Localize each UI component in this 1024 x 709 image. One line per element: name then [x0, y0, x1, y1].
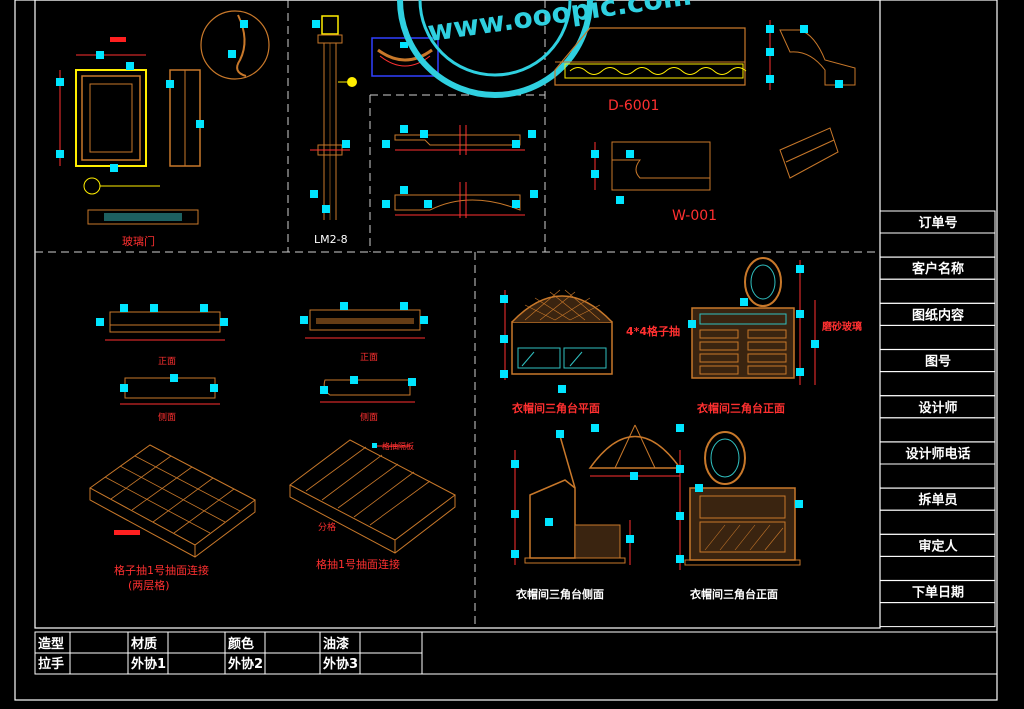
watermark-logo: www.ooopic.com: [397, 0, 693, 98]
title-block-value-cell[interactable]: [879, 463, 996, 489]
title-block-value-cell[interactable]: [879, 602, 996, 628]
profile-sections: [382, 125, 538, 218]
bottom-table: 造型 材质 颜色 油漆 拉手 外协1 外协2 外协3: [34, 631, 998, 675]
caption-small-a: 正面: [158, 356, 176, 367]
caption-drawer-slot: 格抽1号抽面连接: [316, 557, 400, 571]
title-block-value-cell[interactable]: [879, 371, 996, 397]
section-dividers: [35, 0, 880, 628]
caption-dresser-plan: 衣帽间三角台平面: [512, 401, 600, 415]
bottom-table-cell: 外协3: [322, 656, 358, 672]
title-block-label: 设计师: [918, 400, 957, 416]
bottom-table-cell: 外协1: [130, 656, 166, 672]
title-block-value-cell[interactable]: [879, 509, 996, 535]
title-block-label: 设计师电话: [905, 446, 970, 462]
caption-small-e: 分格: [318, 521, 336, 533]
column-lm28-drawing: LM2-8: [310, 15, 357, 246]
dresser-front: 4*4格子抽 磨砂玻璃 衣帽间三角台正面: [626, 257, 862, 415]
caption-glass-door: 玻璃门: [122, 234, 155, 248]
title-block-value-cell[interactable]: [879, 324, 996, 350]
dresser-side: 衣帽间三角台侧面: [511, 430, 634, 601]
caption-drawer-grid: 格子抽1号抽面连接: [114, 563, 209, 577]
caption-dresser-side: 衣帽间三角台侧面: [516, 587, 604, 601]
caption-drawer-grid-sub: (两层格): [128, 578, 170, 592]
bottom-table-cell: 油漆: [323, 636, 349, 652]
caption-dresser-elev: 衣帽间三角台正面: [690, 587, 778, 601]
caption-dresser-front: 衣帽间三角台正面: [697, 401, 785, 415]
outer-frame: [14, 0, 998, 701]
title-block-label: 审定人: [918, 538, 958, 554]
glass-door-drawing: 玻璃门: [56, 10, 270, 248]
bottom-table-cell: 颜色: [228, 636, 254, 652]
dresser-plan: 衣帽间三角台平面: [500, 289, 613, 415]
title-block-label: 订单号: [918, 215, 957, 231]
caption-slot-note: 格抽隔板: [382, 441, 414, 451]
caption-small-c: 正面: [360, 352, 378, 363]
slot-drawer-iso: 格抽隔板 分格 格抽1号抽面连接: [289, 439, 456, 571]
title-block-label: 图纸内容: [912, 307, 964, 323]
dresser-top-arc: [588, 424, 684, 480]
code-lm28: LM2-8: [314, 233, 348, 246]
bottom-table-cell: 造型: [38, 636, 64, 652]
drawer-sections: 正面 侧面 正面 侧面: [96, 302, 428, 423]
title-block-value-cell[interactable]: [879, 417, 996, 443]
title-block-value-cell[interactable]: [879, 555, 996, 581]
caption-small-b: 侧面: [158, 411, 176, 423]
caption-small-d: 侧面: [360, 411, 378, 423]
grid-drawer-iso: 格子抽1号抽面连接 (两层格): [89, 444, 256, 592]
code-w001: W-001: [672, 208, 717, 224]
label-glass: 磨砂玻璃: [821, 320, 862, 333]
bottom-table-cell: 外协2: [227, 656, 263, 672]
code-d6001: D-6001: [608, 98, 659, 114]
title-block-value-cell[interactable]: [879, 278, 996, 304]
dresser-elevation: 衣帽间三角台正面: [676, 431, 803, 601]
title-block-label: 客户名称: [912, 261, 964, 277]
moulding-w001: W-001: [591, 127, 839, 224]
bottom-table-cell: 拉手: [38, 656, 64, 672]
title-block-label: 拆单员: [918, 492, 957, 508]
bottom-table-cell: 材质: [131, 636, 157, 652]
title-block-label: 下单日期: [912, 585, 964, 601]
title-block-value-cell[interactable]: [879, 232, 996, 258]
cornice-d6001: D-6001: [554, 20, 856, 114]
label-grid: 4*4格子抽: [626, 324, 680, 338]
title-block-label: 图号: [925, 355, 951, 370]
